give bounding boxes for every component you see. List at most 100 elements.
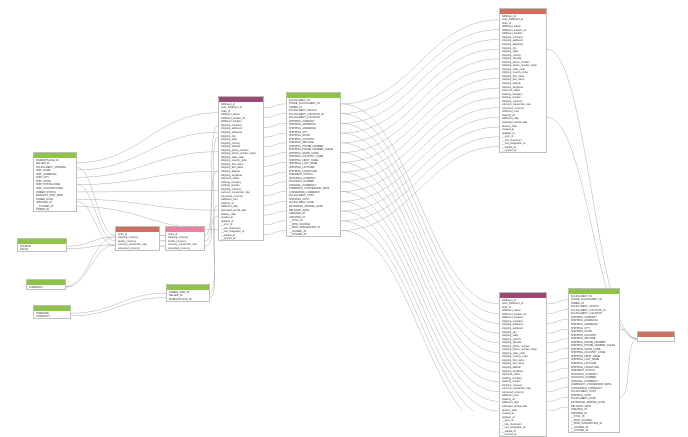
table-field: shipping_latitude xyxy=(502,81,521,85)
table-field: ORDER_ITEM_ID xyxy=(169,290,190,294)
table-field: SHIPPING_CITY xyxy=(571,326,591,330)
table-field: SHIP_ADDRESS1 xyxy=(36,172,57,176)
table-field: fulfillment_location xyxy=(502,316,523,320)
relationship-line xyxy=(340,210,500,411)
table-header[interactable] xyxy=(34,153,76,158)
table-field: DELIVERY_DATE xyxy=(289,208,310,212)
table-field: TRACKING_COMPANY xyxy=(571,372,598,376)
table-field: ORDER_ID xyxy=(36,208,49,212)
table-field: SHIPPING_ADDRESS1 xyxy=(571,319,598,323)
relationship-line xyxy=(340,29,500,114)
table-header[interactable] xyxy=(116,227,159,232)
relationship-line xyxy=(546,348,569,353)
table-field: SHIPPING_FIRST_NAME xyxy=(289,158,319,162)
relationship-line xyxy=(263,220,287,226)
table-header[interactable] xyxy=(167,285,209,290)
table-field: converted_currency xyxy=(168,246,190,250)
table-field: FULFILLMENT_DATE xyxy=(571,397,596,401)
relationship-line xyxy=(546,338,569,344)
table-field: store_fulfillment_id xyxy=(502,302,523,306)
table-field: delivery_date xyxy=(502,124,517,128)
table-field: SHIPPING_LONGITUDE xyxy=(571,365,599,369)
table-header[interactable] xyxy=(500,9,546,14)
table-header[interactable] xyxy=(287,93,340,98)
table-field: __SYNCED_AT xyxy=(36,204,54,208)
table-field: updated_at xyxy=(221,219,234,223)
table-field: shipping_state xyxy=(502,334,519,338)
table-field: shipping_last_name xyxy=(221,166,244,170)
table-header[interactable] xyxy=(569,289,619,294)
table-header[interactable] xyxy=(34,306,70,311)
table-field: SHIPPING_ZIPCODE xyxy=(571,337,596,341)
table-field: CONVERTED_CURRENCY xyxy=(571,386,603,390)
table-field: fulfillment_status xyxy=(221,113,240,117)
table-field: FULFILLMENT_ID xyxy=(289,98,310,102)
table-header[interactable] xyxy=(638,332,674,337)
table-field: shipping_phone_number xyxy=(502,60,530,64)
relationship-line xyxy=(263,171,287,177)
relationship-line xyxy=(340,146,500,231)
table-header[interactable] xyxy=(27,280,65,285)
table-field: __sync_id xyxy=(502,135,514,139)
table-t-left3[interactable]: CURRENCY xyxy=(26,279,66,290)
relationship-line xyxy=(76,132,219,171)
table-header[interactable] xyxy=(219,97,263,102)
table-field: __LOADED_AT xyxy=(289,229,307,233)
table-field: tracking_url xyxy=(502,113,515,117)
table-field: tracking_number xyxy=(502,380,521,384)
table-header[interactable] xyxy=(500,293,546,298)
relationship-line xyxy=(340,152,500,353)
table-header[interactable] xyxy=(18,239,66,244)
table-field: tracking_number xyxy=(221,184,240,188)
table-field: SHIPPING_PHONE_NUMBER_CLEAN xyxy=(289,148,334,152)
table-field: SHIPPING_COUNTRY xyxy=(289,137,315,141)
table-field: __loaded_at xyxy=(502,145,516,149)
relationship-line xyxy=(340,181,500,383)
table-field: ORIGINAL_CURRENCY xyxy=(571,379,599,383)
table-field: delivery_date xyxy=(502,408,517,412)
relationship-line xyxy=(66,236,116,247)
table-field: store_fulfillment_id xyxy=(221,106,242,110)
table-field: SELLER_ID xyxy=(169,294,183,298)
table-header[interactable] xyxy=(166,227,204,232)
table-field: shipping_state xyxy=(502,50,519,54)
table-t-red-small[interactable] xyxy=(637,331,675,342)
table-field: SHIPPING_COMPANY xyxy=(289,119,315,123)
table-field: fulfillment_location_id xyxy=(502,312,526,316)
table-field: shipment_status xyxy=(502,89,521,93)
table-field: SHIP_NAME xyxy=(36,169,51,173)
relationship-line xyxy=(65,236,116,287)
table-field: __SYNCED_AT xyxy=(571,429,589,433)
relationship-line xyxy=(546,309,569,314)
relationship-line xyxy=(76,151,219,178)
table-field: shipping_city xyxy=(502,330,517,334)
relationship-line xyxy=(340,123,500,324)
relationship-line xyxy=(76,190,219,193)
table-field: ORDER_ID xyxy=(571,301,584,305)
table-field: TRACKING_NUMBER xyxy=(289,180,315,184)
table-field: shipping_company xyxy=(502,35,523,39)
table-field: __row_checksum xyxy=(502,138,522,142)
table-field: SHIPPING_COST xyxy=(571,393,592,397)
table-field: order_id xyxy=(502,21,512,25)
table-field: SHIPPING_PHONE_NUMBER xyxy=(289,144,324,148)
relationship-line xyxy=(340,230,464,411)
relationship-line xyxy=(76,201,116,247)
